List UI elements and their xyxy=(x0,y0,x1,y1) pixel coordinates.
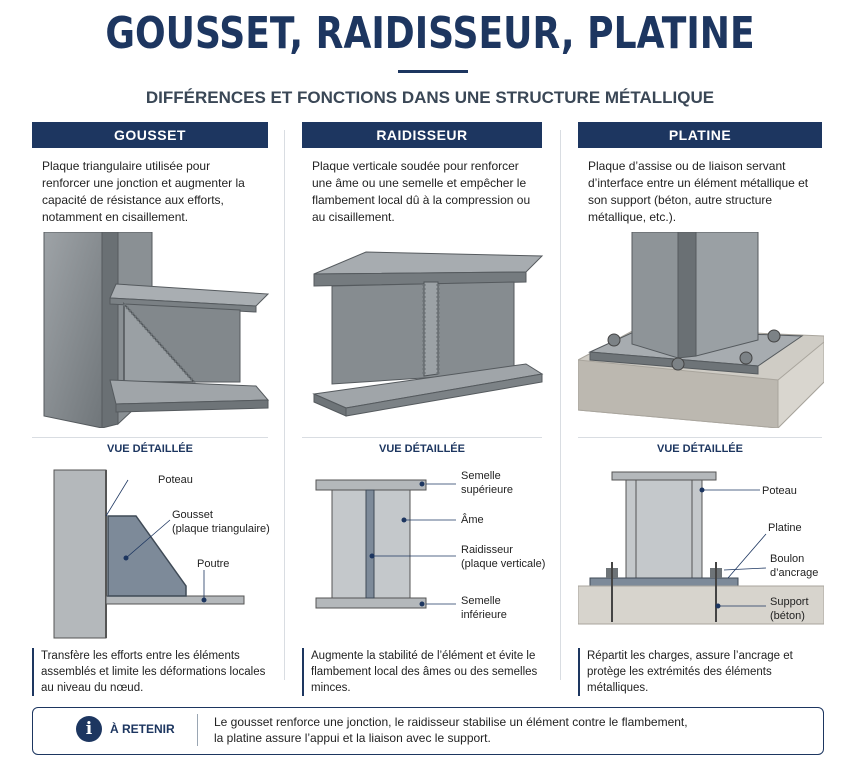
label-poteau: Poteau xyxy=(762,485,797,497)
retenir-label: À RETENIR xyxy=(110,722,175,736)
label-support: Support xyxy=(770,596,809,608)
retenir-divider xyxy=(197,714,198,746)
retenir-line-1: Le gousset renforce une jonction, le rai… xyxy=(214,715,688,729)
raidisseur-detail-drawing xyxy=(315,479,456,609)
column-divider xyxy=(284,130,285,680)
label-ame: Âme xyxy=(461,514,484,526)
column-summary: Augmente la stabilité de l’élément et év… xyxy=(302,648,541,696)
label-poteau: Poteau xyxy=(158,474,193,486)
label-semelle-inf: Semelle xyxy=(461,595,501,607)
section-divider xyxy=(302,437,542,438)
gousset-3d-illustration xyxy=(43,232,270,428)
label-gousset: Gousset xyxy=(172,509,213,521)
column-description: Plaque triangulaire utilisée pour renfor… xyxy=(42,159,245,224)
column-heading: PLATINE xyxy=(578,122,822,148)
retenir-box xyxy=(32,707,824,755)
detail-title: VUE DÉTAILLÉE xyxy=(657,443,743,455)
column-description: Plaque d’assise ou de liaison servant d’… xyxy=(588,159,809,224)
column-description: Plaque verticale soudée pour renforcer u… xyxy=(312,159,531,224)
label-gousset-sub: (plaque triangulaire) xyxy=(172,523,270,535)
column-heading: GOUSSET xyxy=(32,122,268,148)
page-title: GOUSSET, RAIDISSEUR, PLATINE xyxy=(105,8,755,59)
label-poutre: Poutre xyxy=(197,558,230,570)
label-boulon-sub: d’ancrage xyxy=(770,567,819,579)
label-semelle-sup: Semelle xyxy=(461,470,501,482)
page-subtitle: DIFFÉRENCES ET FONCTIONS DANS UNE STRUCT… xyxy=(145,88,715,107)
column-gousset: GOUSSET Plaque triangulaire utilisée pou… xyxy=(32,122,268,226)
label-raidisseur-sub: (plaque verticale) xyxy=(461,558,546,570)
detail-title: VUE DÉTAILLÉE xyxy=(379,443,465,455)
label-platine: Platine xyxy=(768,522,802,534)
column-divider xyxy=(560,130,561,680)
section-divider xyxy=(32,437,268,438)
detail-title: VUE DÉTAILLÉE xyxy=(107,443,193,455)
info-icon: i xyxy=(76,716,102,742)
column-summary: Répartit les charges, assure l’ancrage e… xyxy=(578,648,819,696)
section-divider xyxy=(578,437,822,438)
column-heading: RAIDISSEUR xyxy=(302,122,542,148)
label-semelle-inf-sub: inférieure xyxy=(461,609,507,621)
label-support-sub: (béton) xyxy=(770,610,805,622)
retenir-line-2: la platine assure l’appui et la liaison … xyxy=(214,731,491,745)
title-underline xyxy=(398,70,468,73)
column-raidisseur: RAIDISSEUR Plaque verticale soudée pour … xyxy=(302,122,542,226)
label-semelle-sup-sub: supérieure xyxy=(461,484,513,496)
label-raidisseur: Raidisseur xyxy=(461,544,513,556)
retenir-text: Le gousset renforce une jonction, le rai… xyxy=(214,714,688,746)
gousset-detail-drawing xyxy=(53,469,245,639)
column-summary: Transfère les efforts entre les éléments… xyxy=(32,648,267,696)
platine-3d-illustration xyxy=(578,232,824,428)
raidisseur-3d-illustration xyxy=(312,251,544,417)
column-platine: PLATINE Plaque d’assise ou de liaison se… xyxy=(578,122,822,226)
label-boulon: Boulon xyxy=(770,553,805,565)
platine-detail-drawing xyxy=(578,471,824,625)
